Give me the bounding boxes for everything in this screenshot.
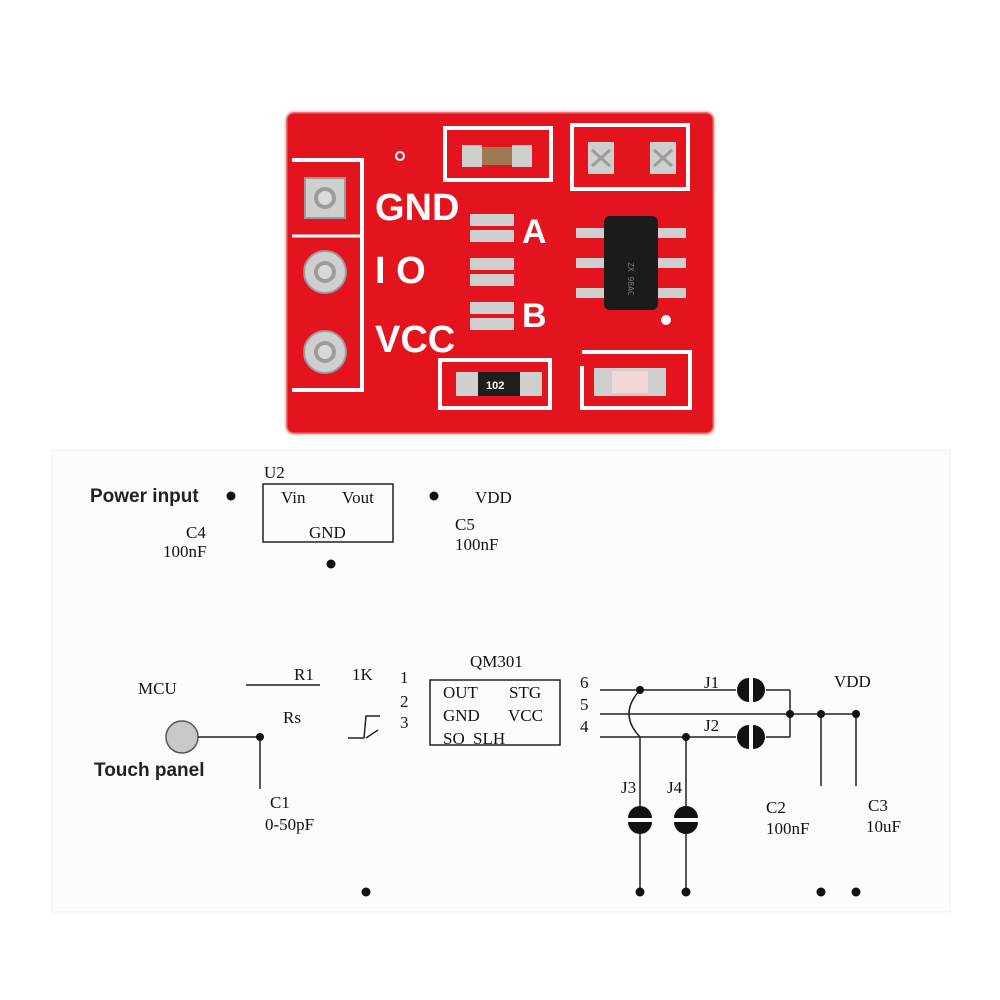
chip-marking: ZX 98AC — [626, 262, 635, 296]
via — [395, 151, 405, 161]
qm301-vcc: VCC — [508, 706, 543, 725]
qm301-stg: STG — [509, 683, 541, 702]
qm301-chip — [429, 679, 561, 746]
c3-value: 10uF — [866, 817, 901, 836]
rs-ref: Rs — [283, 708, 301, 727]
node-c2 — [817, 710, 825, 718]
qm301-gnd: GND — [443, 706, 480, 725]
ground-node-c2 — [816, 887, 826, 897]
c4-value: 100nF — [163, 542, 206, 561]
bottom-resistor: 102 — [438, 358, 552, 410]
qm301-ref: QM301 — [470, 652, 523, 671]
j2-label: J2 — [704, 716, 719, 735]
u2-ground-node — [326, 559, 336, 569]
ground-node-j4 — [681, 887, 691, 897]
ground-node-c1 — [361, 887, 371, 897]
u2-gnd: GND — [309, 523, 346, 542]
c1-ref: C1 — [270, 793, 290, 812]
vdd-top-label: VDD — [475, 488, 512, 507]
qm301-so: SO — [443, 729, 465, 748]
j4-label: J4 — [667, 778, 683, 797]
ground-node-j3 — [635, 887, 645, 897]
u2-regulator — [262, 483, 394, 543]
pin-4: 4 — [580, 717, 589, 736]
c1-value: 0-50pF — [265, 815, 314, 834]
top-right-pads — [570, 123, 690, 191]
pin3-trace — [348, 715, 380, 739]
pin-1: 1 — [400, 668, 409, 687]
power-input-label: Power input — [90, 486, 199, 507]
qm301-out: OUT — [443, 683, 479, 702]
u2-output-node — [429, 491, 439, 501]
pin-3: 3 — [400, 713, 409, 732]
header-outline — [292, 158, 364, 392]
pin-6: 6 — [580, 673, 589, 692]
resistor-code: 102 — [486, 380, 504, 392]
pin-io-hole — [303, 250, 347, 294]
c2-ref: C2 — [766, 798, 786, 817]
c4-ref: C4 — [186, 523, 206, 542]
ground-node-c3 — [851, 887, 861, 897]
c5-value: 100nF — [455, 535, 498, 554]
led — [580, 350, 692, 410]
jumper-j4-symbol — [674, 806, 698, 834]
c2-value: 100nF — [766, 819, 809, 838]
jumper-j2-symbol — [737, 725, 765, 749]
power-input-node — [226, 491, 236, 501]
c3-ref: C3 — [868, 796, 888, 815]
vdd-right-label: VDD — [834, 672, 871, 691]
jumper-j1-symbol — [737, 678, 765, 702]
schematic-background — [51, 449, 951, 913]
u2-vout: Vout — [342, 488, 374, 507]
u2-vin: Vin — [281, 488, 306, 507]
silk-gnd-label: GND — [375, 187, 459, 229]
jumper-j3-symbol — [628, 806, 652, 834]
c5-ref: C5 — [455, 515, 475, 534]
pin-vcc-hole — [303, 330, 347, 374]
pin-5: 5 — [580, 695, 589, 714]
j1-label: J1 — [704, 673, 719, 692]
node-pin6 — [636, 686, 644, 694]
silk-vcc-label: VCC — [375, 319, 455, 361]
node-j-junction — [786, 710, 794, 718]
u2-ref: U2 — [264, 463, 285, 482]
pin-2: 2 — [400, 692, 409, 711]
silk-io-label: I O — [375, 250, 426, 292]
mcu-label: MCU — [138, 679, 177, 698]
silk-b-label: B — [522, 297, 547, 335]
pcb-board: GND I O VCC A B — [284, 110, 716, 436]
pin1-dot — [661, 315, 671, 325]
pcb-edge — [284, 110, 716, 436]
schematic: Power input U2 Vin Vout GND VDD C4 100nF… — [51, 449, 951, 913]
j3-label: J3 — [621, 778, 636, 797]
touch-pad-symbol — [165, 720, 199, 754]
pin-gnd-hole — [304, 177, 346, 219]
silk-a-label: A — [522, 213, 547, 251]
r1-value: 1K — [352, 665, 374, 684]
touch-panel-label: Touch panel — [94, 760, 204, 781]
r1-ref: R1 — [294, 665, 314, 684]
node-c3 — [852, 710, 860, 718]
node-pin4 — [682, 733, 690, 741]
jumper-pads — [470, 214, 514, 330]
jumper-network — [600, 689, 858, 889]
touch-ic-chip: ZX 98AC — [576, 216, 686, 310]
top-capacitor — [443, 126, 553, 182]
qm301-slh: SLH — [473, 729, 505, 748]
